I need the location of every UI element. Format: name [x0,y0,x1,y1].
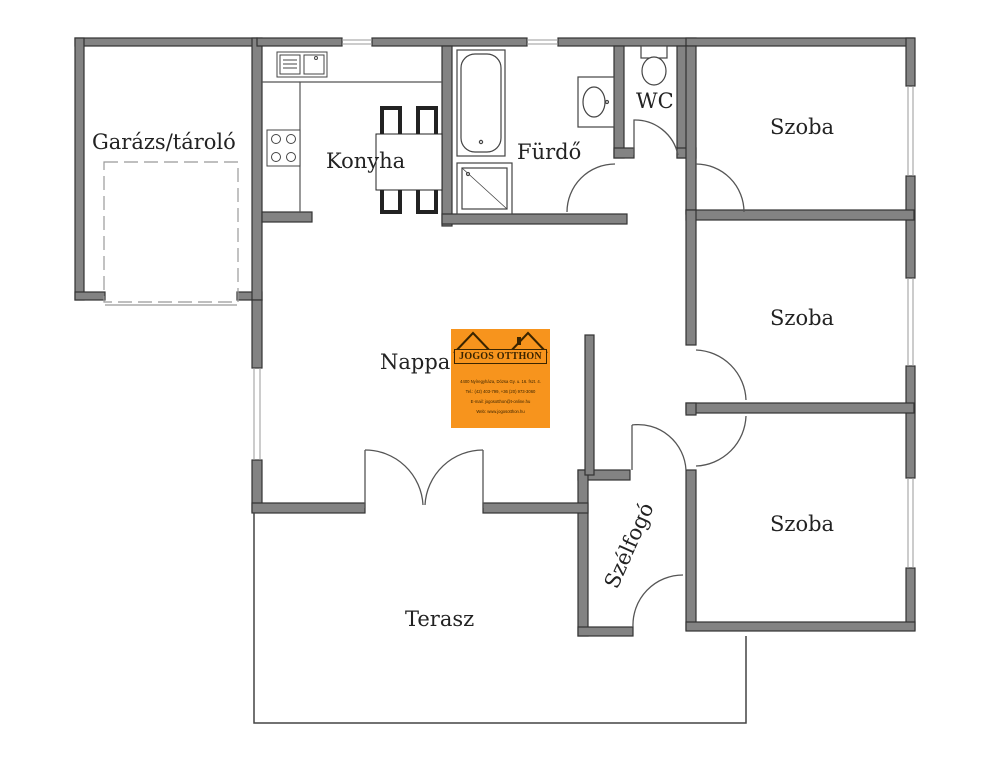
label-room-2: Szoba [770,306,834,330]
garage-door [103,161,239,306]
chair-icon [380,106,438,214]
washbasin-icon [577,76,615,128]
walls [74,37,916,637]
dining-table-icon [375,133,443,191]
label-terrace: Terasz [405,607,474,631]
label-wc: WC [636,89,674,113]
door-swings [364,119,747,628]
label-bath: Fürdő [517,140,581,164]
kitchen-counter [262,81,442,212]
agency-name: JOGOS OTTHON [454,349,547,364]
label-windbreak: Szélfogó [600,499,659,592]
label-kitchen: Konyha [326,149,405,173]
label-garage: Garázs/tároló [92,130,236,154]
agency-address: 4400 Nyíregyháza, Dózsa Gy. u. 16. fszt.… [460,379,541,384]
terrace-outline [253,513,747,724]
agency-web: Web: www.jogosotthon.hu [476,409,525,414]
agency-email: E-mail: jogosotthon@t-online.hu [470,399,531,404]
agency-phone: Tel.: (42) 403-799, +36 (20) 973-3060 [465,389,536,394]
toilet-icon [640,45,668,86]
shower-icon [456,162,513,215]
sink-icon [276,51,328,78]
stove-icon [266,129,301,167]
house-roofs-icon [453,331,548,354]
label-living: Nappa [380,350,450,374]
bathtub-icon [456,49,506,157]
windows [253,39,914,568]
label-room-3: Szoba [770,512,834,536]
agency-logo: JOGOS OTTHON 4400 Nyíregyháza, Dózsa Gy.… [451,329,550,428]
label-room-1: Szoba [770,115,834,139]
